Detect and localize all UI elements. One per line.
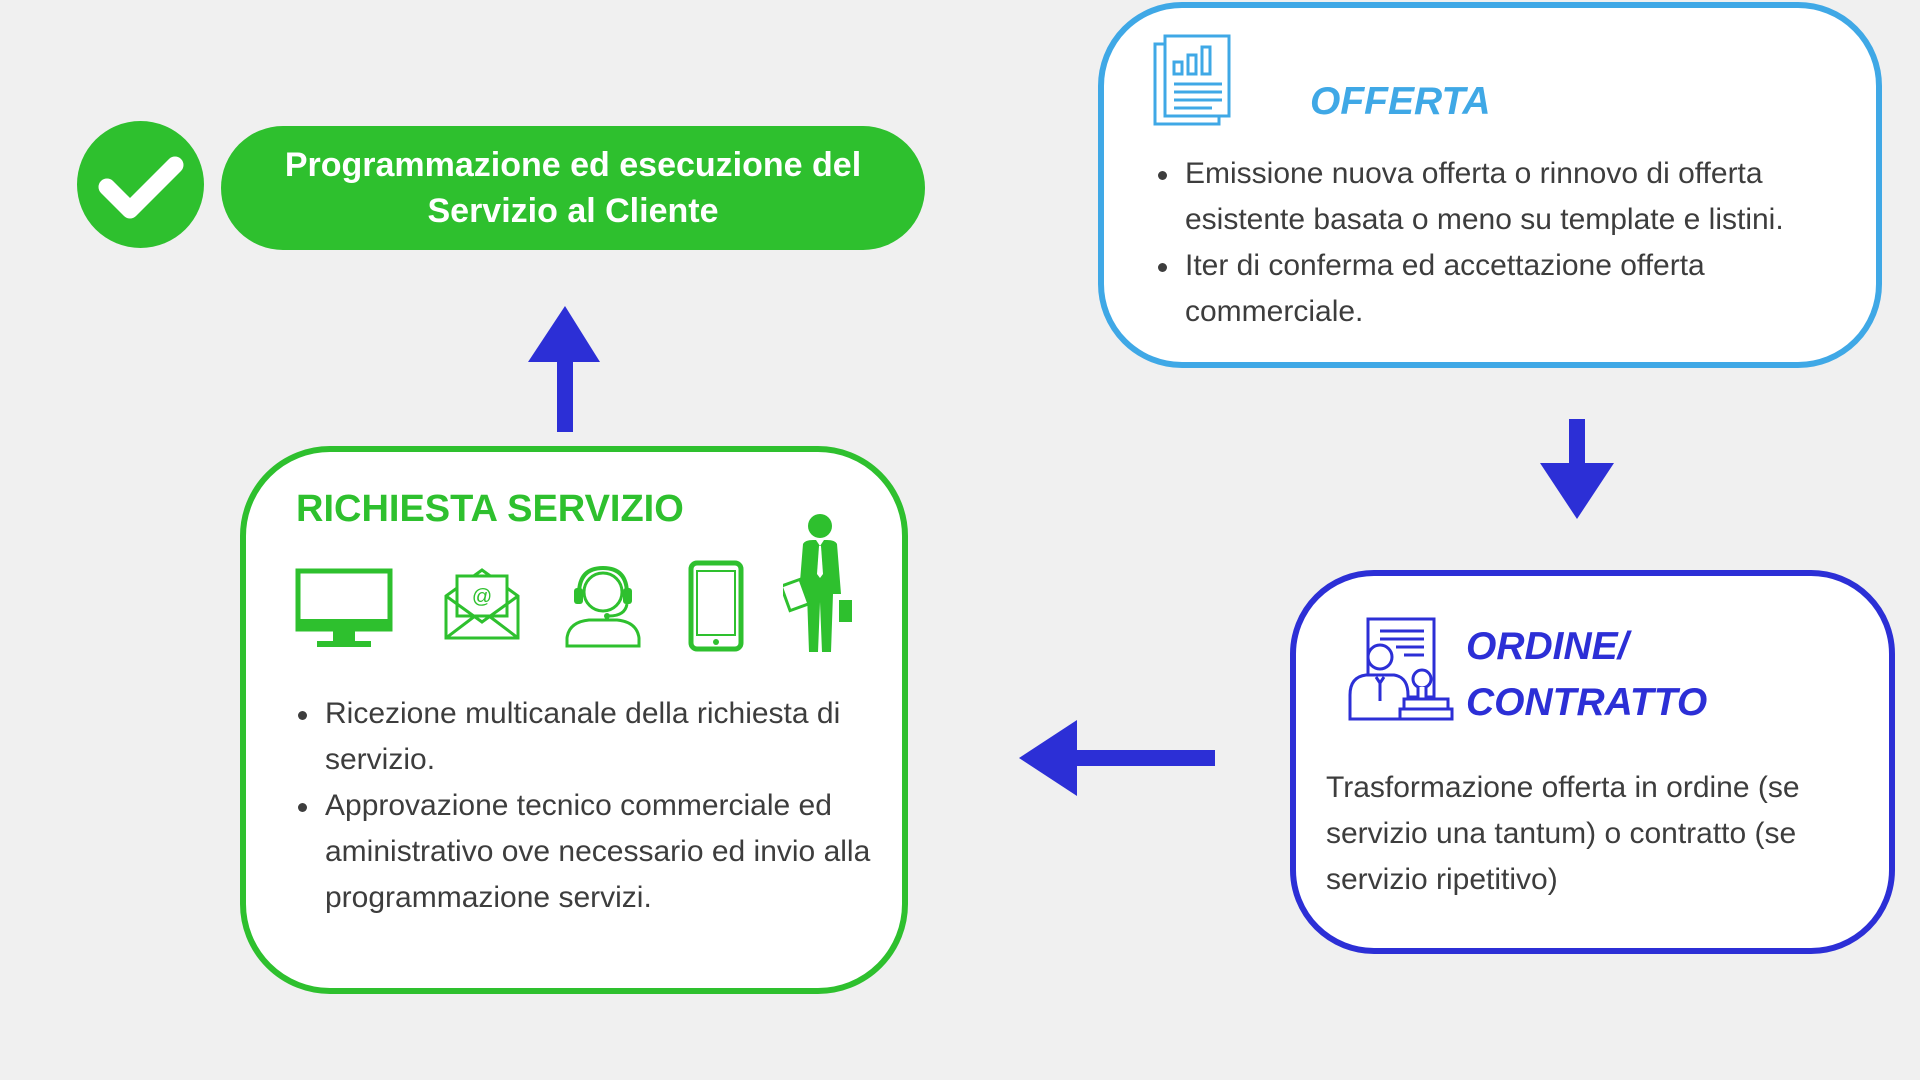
richiesta-bullet-2: Approvazione tecnico commerciale ed amin… (296, 783, 876, 921)
ordine-title-line2: CONTRATTO (1466, 681, 1708, 724)
richiesta-servizio-box (240, 446, 908, 994)
ordine-description: Trasformazione offerta in ordine (se ser… (1326, 771, 1800, 896)
arrow-left-icon (1019, 720, 1215, 796)
completed-step-label-line2: Servizio al Cliente (427, 192, 719, 230)
smartphone-icon (688, 560, 744, 652)
svg-text:@: @ (472, 586, 492, 608)
offerta-bullet-2: Iter di conferma ed accettazione offerta… (1156, 243, 1866, 335)
ordine-title-line1: ORDINE/ (1466, 625, 1629, 668)
richiesta-bullet-list: Ricezione multicanale della richiesta di… (296, 691, 876, 921)
contract-stamp-icon (1346, 617, 1454, 723)
richiesta-bullet-1: Ricezione multicanale della richiesta di… (296, 691, 876, 783)
richiesta-title: RICHIESTA SERVIZIO (296, 488, 684, 530)
headset-operator-icon (563, 562, 643, 648)
arrow-down-icon (1540, 419, 1614, 519)
offerta-bullet-1: Emissione nuova offerta o rinnovo di off… (1156, 151, 1866, 243)
computer-monitor-icon (295, 568, 393, 652)
offerta-title: OFFERTA (1310, 80, 1491, 123)
report-document-icon (1152, 34, 1234, 126)
offerta-bullet-list: Emissione nuova offerta o rinnovo di off… (1156, 151, 1866, 335)
email-envelope-icon: @ (443, 566, 521, 642)
arrow-up-icon (528, 306, 600, 432)
completed-step-label-line1: Programmazione ed esecuzione del (284, 146, 862, 184)
check-icon (77, 121, 204, 248)
completed-step-pill: Programmazione ed esecuzione del Servizi… (221, 126, 925, 250)
business-person-icon (783, 512, 853, 652)
